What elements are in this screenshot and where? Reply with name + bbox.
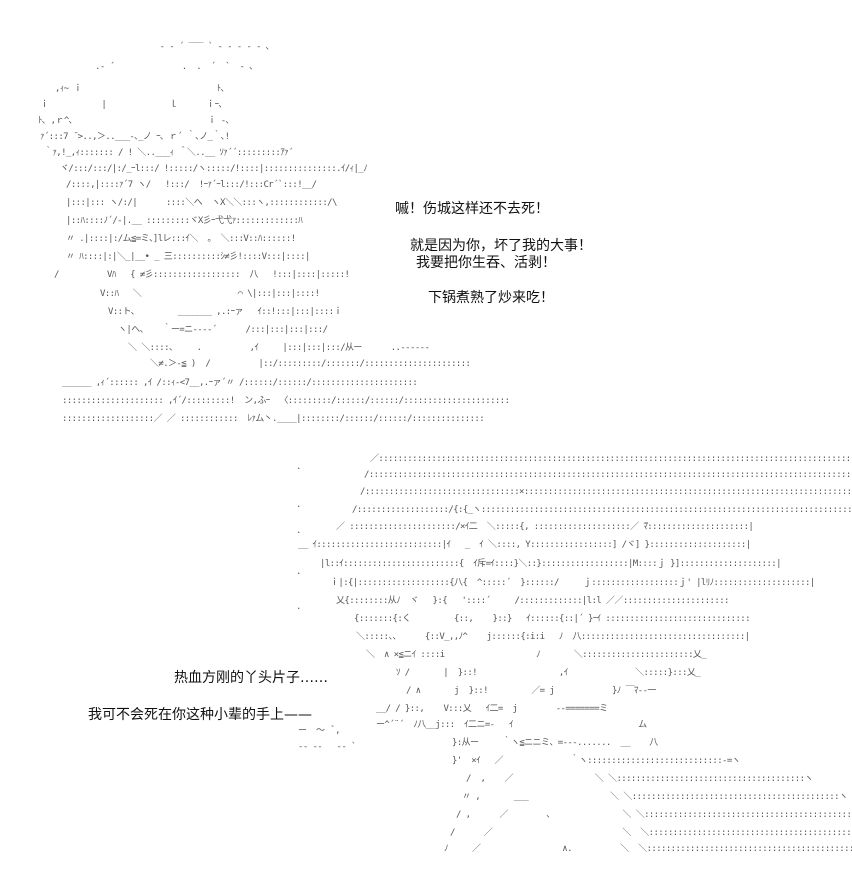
dialogue-line-3: 我要把你生吞、活剥！ [416, 255, 556, 271]
dialogue-line-1: 嘁！伤城这样还不去死！ [395, 201, 549, 217]
dialogue-line-4: 下锅煮熟了炒来吃！ [428, 290, 554, 306]
dialogue-line-5: 热血方刚的丫头片子…… [174, 670, 328, 686]
dialogue-line-6: 我可不会死在你这种小辈的手上—— [88, 707, 312, 723]
dialogue-line-2: 就是因为你，坏了我的大事！ [410, 238, 592, 254]
